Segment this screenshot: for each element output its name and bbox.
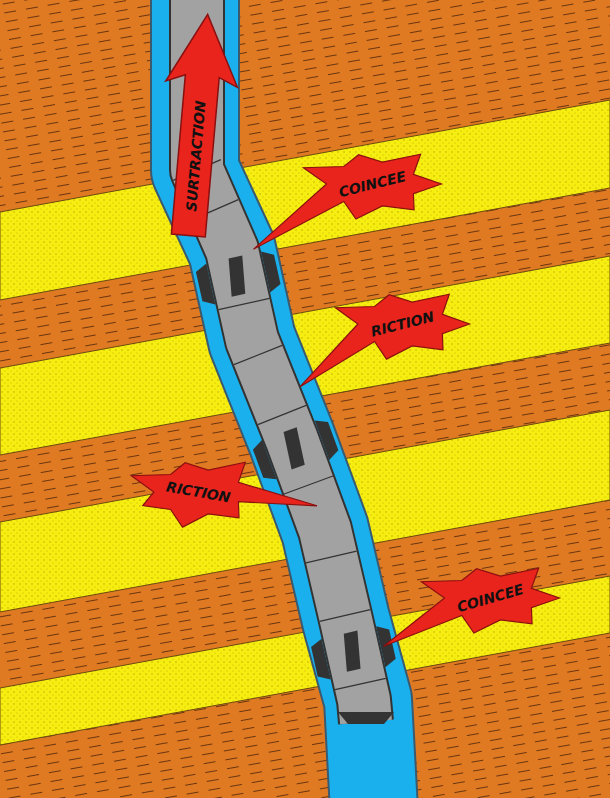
tool-joint bbox=[320, 610, 371, 622]
stabilizer-blade bbox=[284, 427, 305, 469]
burst-outline bbox=[383, 568, 559, 646]
callout-burst: RICTION bbox=[131, 458, 266, 526]
tool-joint bbox=[284, 476, 333, 494]
drilling-mud bbox=[195, 0, 374, 798]
callout-burst: COINCEE bbox=[303, 150, 442, 218]
sand-layer bbox=[0, 100, 610, 300]
tool-joint bbox=[234, 345, 282, 364]
stabilizer-blade bbox=[344, 631, 361, 672]
stabilizer bbox=[251, 416, 341, 483]
burst-outline bbox=[300, 294, 470, 387]
stabilizer-pad bbox=[261, 249, 282, 293]
stabilizer-pad bbox=[195, 264, 216, 308]
arrow-body bbox=[152, 11, 243, 238]
tool-joint bbox=[335, 678, 386, 689]
borehole-wall bbox=[195, 0, 374, 798]
borehole bbox=[173, 0, 397, 798]
stabilizer-pad bbox=[310, 639, 331, 683]
stabilizer-blade bbox=[229, 256, 246, 297]
callout-burst: RICTION bbox=[335, 290, 470, 358]
callout-burst: COINCEE bbox=[421, 564, 560, 632]
stabilizer-pad bbox=[315, 416, 341, 460]
tool-joint bbox=[219, 298, 270, 309]
drill-bit bbox=[338, 712, 394, 724]
stabilizer bbox=[195, 249, 282, 307]
stabilizer-pad bbox=[251, 440, 277, 484]
burst-outline bbox=[131, 462, 317, 527]
tool-joint bbox=[306, 551, 357, 563]
tool-joint bbox=[258, 405, 306, 424]
stabilizer bbox=[310, 624, 397, 683]
burst-outline bbox=[253, 154, 441, 249]
